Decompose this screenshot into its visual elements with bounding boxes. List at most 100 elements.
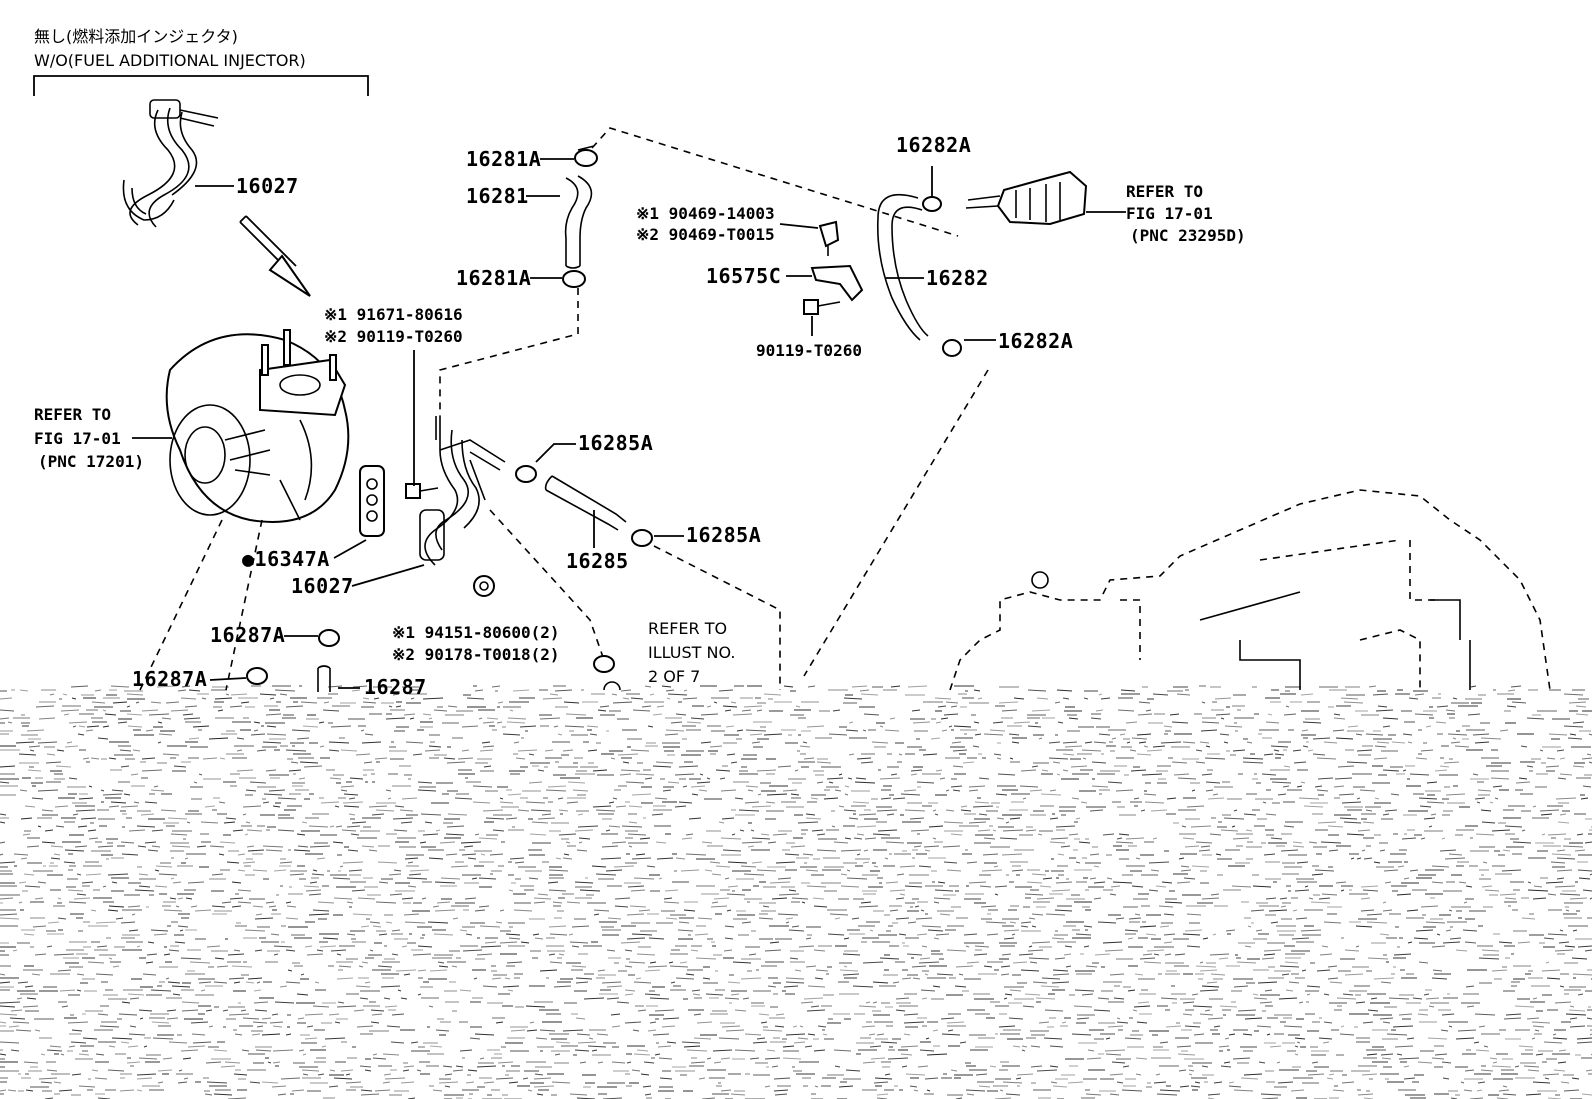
scan-noise-stroke — [1207, 1017, 1224, 1020]
scan-noise-stroke — [814, 977, 824, 980]
scan-noise-stroke — [23, 933, 35, 936]
scan-noise-stroke — [72, 725, 77, 728]
scan-noise-stroke — [567, 781, 586, 784]
scan-noise-stroke — [654, 1053, 661, 1056]
scan-noise-stroke — [1542, 1073, 1560, 1076]
scan-noise-stroke — [455, 1065, 464, 1068]
scan-noise-stroke — [1201, 773, 1213, 776]
scan-noise-stroke — [370, 1009, 385, 1012]
scan-noise-stroke — [691, 793, 699, 796]
scan-noise-stroke — [905, 1073, 926, 1076]
scan-noise-stroke — [710, 905, 728, 908]
scan-noise-stroke — [506, 721, 526, 724]
scan-noise-stroke — [209, 845, 225, 848]
scan-noise-stroke — [1054, 957, 1066, 960]
scan-noise-stroke — [255, 1049, 272, 1052]
scan-noise-stroke — [94, 1077, 108, 1080]
scan-noise-stroke — [904, 809, 926, 812]
scan-noise-stroke — [798, 945, 815, 948]
scan-noise-stroke — [107, 909, 119, 912]
scan-noise-stroke — [1068, 717, 1079, 720]
scan-noise-stroke — [1136, 1021, 1148, 1024]
scan-noise-stroke — [70, 1041, 87, 1044]
scan-noise-stroke — [571, 945, 580, 948]
scan-noise-stroke — [323, 701, 330, 704]
scan-noise-stroke — [303, 765, 323, 768]
scan-noise-stroke — [111, 1037, 133, 1040]
scan-noise-stroke — [481, 741, 491, 744]
scan-noise-stroke — [1546, 977, 1561, 980]
scan-noise-stroke — [719, 777, 726, 780]
scan-noise-stroke — [364, 733, 374, 736]
scan-noise-stroke — [727, 861, 748, 864]
scan-noise-stroke — [1019, 785, 1039, 788]
scan-noise-stroke — [1127, 937, 1134, 940]
scan-noise-stroke — [172, 881, 182, 884]
scan-noise-stroke — [843, 965, 848, 968]
scan-noise-stroke — [395, 969, 417, 972]
scan-noise-stroke — [751, 837, 771, 840]
scan-noise-stroke — [1052, 969, 1069, 972]
scan-noise-stroke — [1011, 933, 1016, 936]
scan-noise-stroke — [432, 1089, 443, 1092]
scan-noise-stroke — [1576, 1037, 1592, 1040]
scan-noise-stroke — [555, 1041, 571, 1044]
scan-noise-stroke — [496, 721, 503, 724]
scan-noise-stroke — [150, 989, 172, 992]
scan-noise-stroke — [763, 693, 782, 696]
scan-noise-stroke — [0, 917, 20, 920]
scan-noise-stroke — [1181, 825, 1187, 828]
scan-noise-stroke — [1300, 693, 1314, 696]
scan-noise-stroke — [148, 713, 170, 716]
scan-noise-stroke — [1031, 941, 1051, 944]
scan-noise-stroke — [652, 765, 672, 768]
scan-noise-stroke — [1003, 929, 1020, 932]
scan-noise-stroke — [497, 1061, 514, 1064]
scan-noise-stroke — [876, 1093, 889, 1096]
scan-noise-stroke — [858, 905, 879, 908]
scan-noise-stroke — [246, 829, 263, 832]
scan-noise-stroke — [293, 849, 311, 852]
scan-noise-stroke — [22, 1005, 39, 1008]
scan-noise-stroke — [348, 813, 356, 816]
scan-noise-stroke — [479, 749, 494, 752]
scan-noise-stroke — [730, 1093, 746, 1096]
scan-noise-stroke — [870, 1057, 886, 1060]
scan-noise-stroke — [739, 829, 745, 832]
scan-noise-stroke — [916, 933, 928, 936]
scan-noise-stroke — [1403, 877, 1410, 880]
scan-noise-stroke — [1282, 785, 1290, 788]
scan-noise-stroke — [782, 1057, 802, 1060]
scan-noise-stroke — [1295, 917, 1308, 920]
scan-noise-stroke — [120, 765, 130, 768]
scan-noise-stroke — [1343, 701, 1364, 704]
scan-noise-stroke — [1520, 745, 1528, 748]
scan-noise-stroke — [170, 877, 175, 880]
scan-noise-stroke — [1407, 941, 1413, 944]
scan-noise-stroke — [1104, 949, 1124, 952]
scan-noise-stroke — [135, 701, 140, 704]
scan-noise-stroke — [1205, 789, 1214, 792]
scan-noise-stroke — [1563, 1089, 1580, 1092]
scan-noise-stroke — [388, 705, 393, 708]
scan-noise-stroke — [393, 869, 402, 872]
scan-noise-stroke — [678, 921, 690, 924]
scan-noise-stroke — [1252, 885, 1272, 888]
scan-noise-stroke — [25, 1089, 34, 1092]
callout-16282A-top: 16282A — [896, 133, 971, 157]
scan-noise-stroke — [0, 841, 6, 844]
scan-noise-stroke — [848, 721, 854, 724]
scan-noise-stroke — [1556, 869, 1573, 872]
scan-noise-stroke — [208, 737, 229, 740]
scan-noise-stroke — [334, 805, 340, 808]
scan-noise-stroke — [298, 1049, 305, 1052]
scan-noise-stroke — [1188, 1073, 1193, 1076]
scan-noise-stroke — [539, 717, 561, 720]
scan-noise-stroke — [1373, 861, 1381, 864]
scan-noise-stroke — [385, 921, 393, 924]
scan-noise-stroke — [999, 1089, 1004, 1092]
scan-noise-stroke — [1048, 741, 1061, 744]
scan-noise-stroke — [417, 945, 433, 948]
scan-noise-stroke — [1144, 801, 1165, 804]
scan-noise-stroke — [251, 1033, 261, 1036]
